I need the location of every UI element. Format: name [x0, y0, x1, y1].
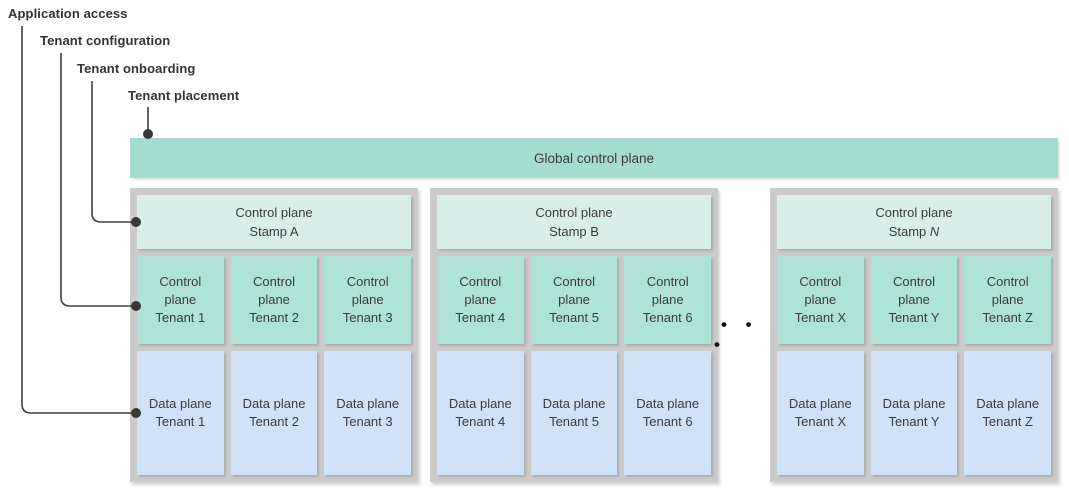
stamp-name-prefix: Stamp: [549, 224, 591, 239]
tenant-box-text-line: plane: [164, 292, 197, 307]
stamp-name: N: [929, 224, 940, 239]
tenant-box-text-line: Control: [553, 274, 595, 289]
tenant-box-text-line: Tenant Z: [982, 414, 1033, 429]
stamp-header-line1: Control plane: [235, 205, 313, 220]
tenant-box-text-line: Tenant 6: [642, 310, 693, 325]
more-stamps-ellipsis: • • •: [714, 315, 759, 354]
tenant-box-text-line: plane: [898, 292, 930, 307]
global-control-plane-label: Global control plane: [533, 150, 655, 166]
tenant-box-text-line: Control: [893, 274, 935, 289]
stamp-name: B: [590, 224, 599, 239]
tenant-box-text-line: plane: [991, 292, 1024, 307]
tenant-box-text-line: Tenant Y: [888, 414, 940, 429]
tenant-box-text-line: Control: [646, 274, 689, 289]
label-tenant-configuration: Tenant configuration: [40, 33, 171, 48]
tenant-box-text-line: Control: [346, 274, 389, 289]
stamp-name-prefix: Stamp: [249, 224, 290, 239]
tenant-box-text-line: Data plane: [882, 396, 946, 411]
tenant-box-text-line: Data plane: [976, 396, 1040, 411]
stamp-control-plane-header: Control plane Stamp N: [777, 195, 1051, 249]
tenant-box-text-line: Tenant 1: [155, 414, 206, 429]
connector-tenant-configuration: [60, 53, 134, 307]
stamp-name-prefix: Stamp: [888, 224, 930, 239]
tenant-box-text-line: Tenant 2: [249, 310, 299, 325]
global-control-plane-bar: Global control plane: [130, 138, 1058, 178]
tenant-box-text-line: Tenant X: [794, 414, 846, 429]
tenant-box-text-line: Tenant 1: [155, 310, 206, 325]
tenant-box-text-line: Control: [159, 274, 202, 289]
tenant-box-text-line: Tenant 5: [549, 414, 599, 429]
stamp-control-plane-header: Control plane Stamp B: [437, 195, 711, 249]
tenant-box-text-line: Tenant 5: [549, 310, 599, 325]
tenant-box-text-line: Data plane: [242, 396, 306, 411]
tenant-box-text-line: plane: [258, 292, 290, 307]
tenant-box-text-line: Tenant 6: [642, 414, 693, 429]
tenant-box-text-line: Data plane: [148, 396, 212, 411]
tenant-box-text-line: Tenant 2: [249, 414, 299, 429]
tenant-box-text-line: Data plane: [636, 396, 700, 411]
tenant-box-text-line: plane: [651, 292, 684, 307]
tenant-box-text-line: plane: [351, 292, 384, 307]
tenant-box-text-line: Tenant Y: [888, 310, 940, 325]
stamp-header-line2: Stamp N: [889, 222, 940, 241]
tenant-box-text-line: Data plane: [448, 396, 512, 411]
tenant-box-text-line: Tenant 4: [455, 414, 506, 429]
tenant-box-text-line: Data plane: [542, 396, 606, 411]
tenant-box-text-line: Tenant Z: [982, 310, 1033, 325]
stamp-header-line2: Stamp A: [249, 222, 298, 241]
stamp-header-line2: Stamp B: [549, 222, 599, 241]
tenant-box-text-line: Control: [799, 274, 842, 289]
tenant-box-text-line: Tenant X: [794, 310, 846, 325]
tenant-box-text-line: Data plane: [336, 396, 400, 411]
stamp-header-line1: Control plane: [875, 205, 953, 220]
label-application-access: Application access: [8, 6, 128, 21]
tenant-box-text-line: Control: [986, 274, 1029, 289]
label-tenant-placement: Tenant placement: [128, 88, 240, 103]
tenant-box-text-line: Tenant 4: [455, 310, 506, 325]
tenant-box-text-line: plane: [558, 292, 590, 307]
tenant-box-text-line: plane: [464, 292, 497, 307]
tenant-box-text-line: Data plane: [788, 396, 852, 411]
tenant-box-text-line: Tenant 3: [342, 414, 393, 429]
tenant-box-text-line: plane: [804, 292, 837, 307]
stamp-header-line1: Control plane: [535, 205, 613, 220]
tenant-box-text-line: Tenant 3: [342, 310, 393, 325]
tenant-box-text-line: Control: [459, 274, 502, 289]
label-tenant-onboarding: Tenant onboarding: [77, 61, 196, 76]
tenant-box-text-line: Control: [253, 274, 295, 289]
stamp-name: A: [289, 224, 299, 239]
connector-application-access: [21, 26, 134, 414]
stamp-control-plane-header: Control plane Stamp A: [137, 195, 411, 249]
